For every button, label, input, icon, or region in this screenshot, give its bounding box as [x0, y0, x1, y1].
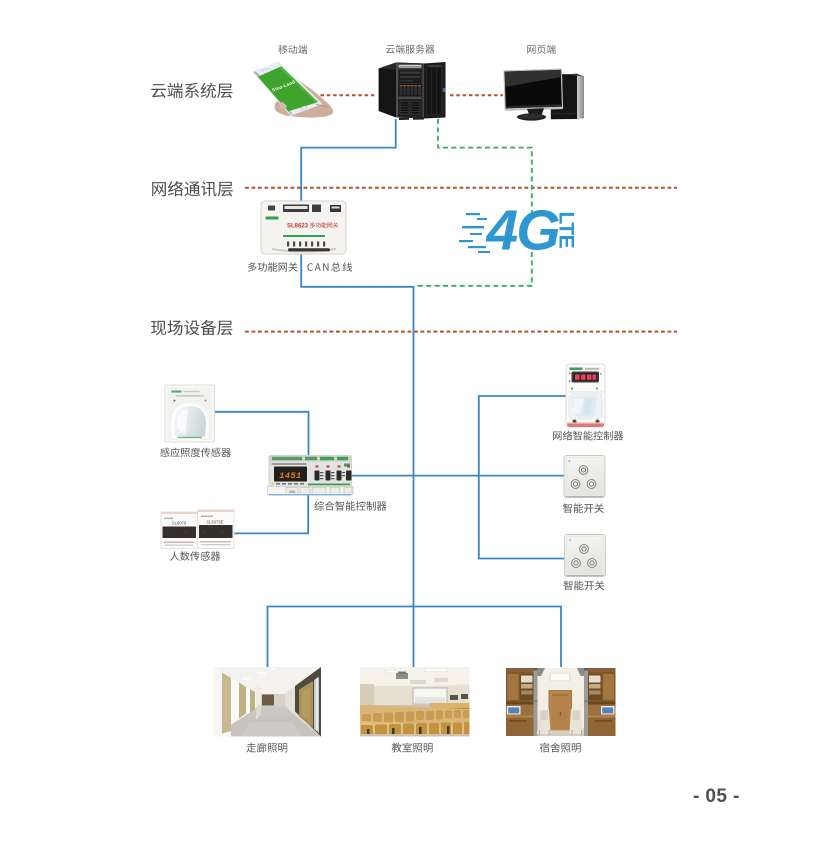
svg-text:SL6079: SL6079 [172, 521, 187, 526]
svg-text:SL8623: SL8623 [287, 224, 309, 230]
svg-text:SL6079E: SL6079E [206, 520, 223, 525]
svg-text:485: 485 [289, 489, 296, 494]
svg-text:1451: 1451 [279, 471, 301, 481]
svg-text:4G: 4G [486, 199, 560, 263]
svg-text:LTE: LTE [555, 212, 578, 249]
